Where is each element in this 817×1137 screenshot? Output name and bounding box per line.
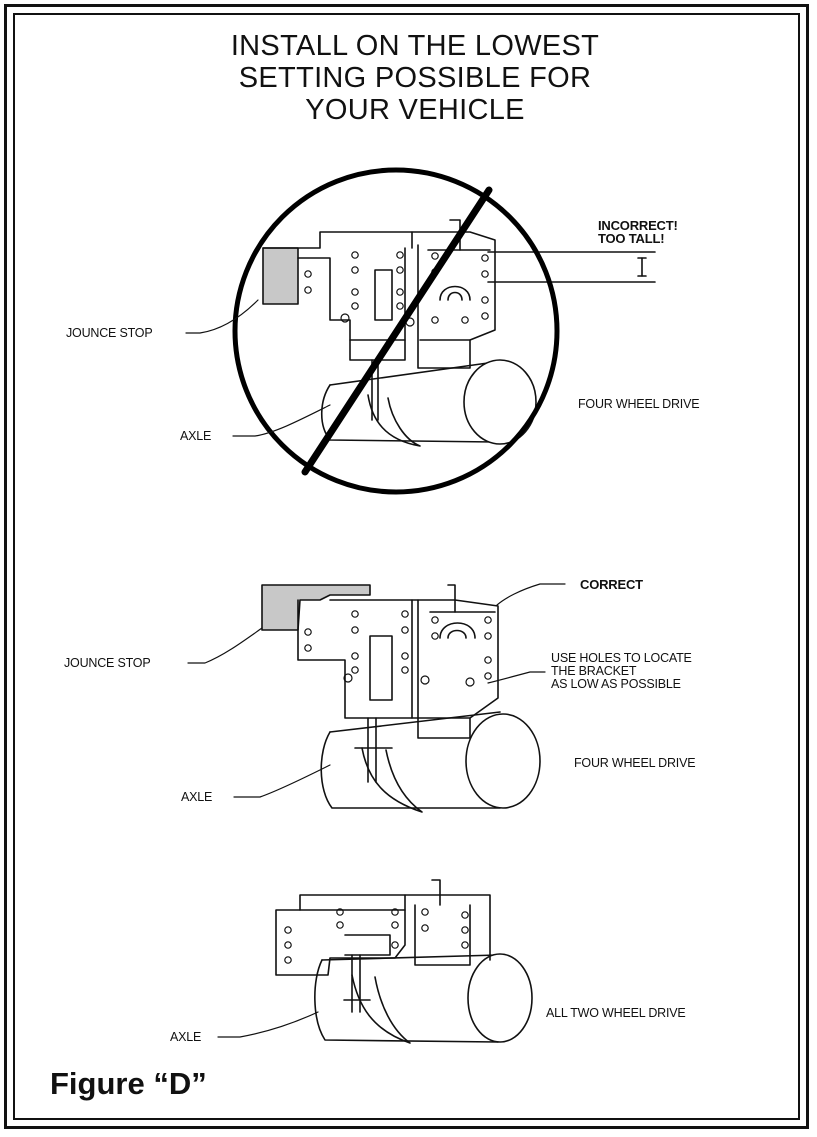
incorrect-callout-line-2: TOO TALL! — [598, 231, 665, 246]
holes-note-line-3: AS LOW AS POSSIBLE — [551, 677, 681, 691]
axle-cylinder-3 — [314, 953, 533, 1043]
title-line-1: INSTALL ON THE LOWEST — [230, 30, 600, 62]
prohibition-sign — [232, 167, 560, 495]
title-line-3: YOUR VEHICLE — [305, 94, 525, 126]
incorrect-assembly — [262, 219, 656, 447]
bracket-holes-3 — [284, 908, 469, 964]
drive-label-1: FOUR WHEEL DRIVE — [578, 397, 700, 411]
leaders-1 — [185, 299, 331, 437]
instruction-title: INSTALL ON THE LOWEST SETTING POSSIBLE F… — [150, 30, 680, 126]
jounce-stop-block-1 — [262, 247, 299, 305]
bracket-holes-1 — [304, 251, 489, 327]
axle-label-2: AXLE — [181, 790, 213, 804]
bracket-holes-2 — [304, 610, 492, 687]
figure-caption: Figure “D” — [50, 1066, 207, 1101]
too-tall-dimension — [487, 251, 656, 283]
title-line-2: SETTING POSSIBLE FOR — [238, 62, 592, 94]
incorrect-callout-line-1: INCORRECT! — [598, 218, 678, 233]
two-wheel-assembly — [275, 879, 533, 1044]
inner-border — [13, 13, 800, 1120]
correct-assembly — [261, 584, 541, 813]
leaders-2 — [187, 583, 566, 798]
holes-note: USE HOLES TO LOCATE THE BRACKET AS LOW A… — [551, 652, 692, 691]
axle-label-1: AXLE — [180, 429, 212, 443]
drive-label-2: FOUR WHEEL DRIVE — [574, 756, 696, 770]
holes-note-line-2: THE BRACKET — [551, 664, 637, 678]
drive-label-3: ALL TWO WHEEL DRIVE — [546, 1006, 686, 1020]
jounce-stop-label-1: JOUNCE STOP — [66, 326, 153, 340]
axle-label-3: AXLE — [170, 1030, 202, 1044]
holes-note-line-1: USE HOLES TO LOCATE — [551, 651, 692, 665]
correct-callout: CORRECT — [580, 577, 643, 592]
incorrect-callout: INCORRECT! TOO TALL! — [598, 219, 678, 245]
jounce-stop-label-2: JOUNCE STOP — [64, 656, 151, 670]
outer-border — [4, 4, 809, 1129]
leaders-3 — [217, 1011, 319, 1038]
axle-cylinder-2 — [320, 711, 541, 809]
